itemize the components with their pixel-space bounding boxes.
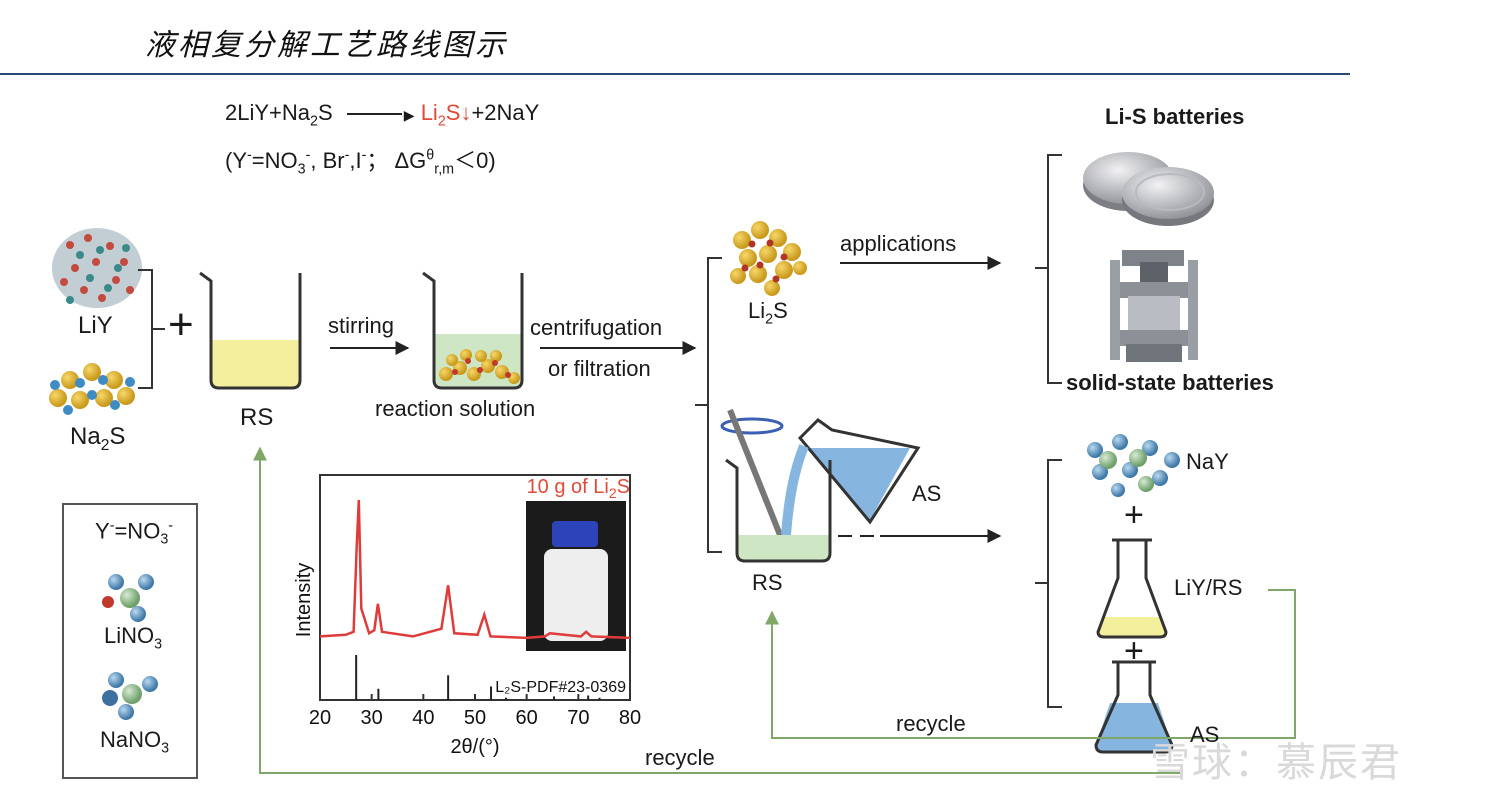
heading-rule [0, 73, 1350, 75]
reaction-conditions: (Y-=NO3-, Br-,I-； ΔGθr,m＜0) [225, 147, 496, 178]
coin-cell-icon [1083, 152, 1214, 226]
plus-sign-2: + [1124, 496, 1144, 534]
legend-nano3: NaNO3 [100, 727, 170, 757]
beaker-rs [199, 271, 302, 390]
label-stirring: stirring [328, 313, 395, 338]
label-lis-batteries: Li-S batteries [1105, 104, 1245, 129]
beaker-rs-recovered [725, 458, 832, 563]
legend-title: Y-=NO3- [95, 518, 174, 548]
lino3-molecule-icon [102, 574, 154, 622]
legend-lino3: LiNO3 [104, 623, 163, 653]
label-as-flask: AS [1190, 722, 1220, 747]
xrd-x-tick-label: 70 [567, 707, 589, 729]
label-centrifugation: centrifugation [530, 315, 663, 340]
plus-sign: + [168, 300, 194, 349]
label-liy-rs: LiY/RS [1174, 575, 1243, 600]
xrd-chart: 20 30 40 50 60 70 80 Intensity 10 g of Li2S L₂… [293, 474, 641, 758]
xrd-x-tick-label: 40 [412, 707, 434, 729]
xrd-series-line [319, 499, 631, 640]
plus-sign-3: + [1124, 632, 1144, 670]
label-applications: applications [840, 231, 957, 256]
xrd-reference-label: L₂S-PDF#23-0369 [495, 679, 626, 696]
xrd-x-tick-label: 50 [464, 707, 486, 729]
label-or-filtration: or filtration [548, 356, 651, 381]
xrd-x-tick-label: 20 [309, 707, 331, 729]
solid-state-cell-icon [1110, 250, 1198, 362]
label-recycle-inner: recycle [896, 711, 966, 736]
xrd-x-tick-label: 60 [516, 707, 538, 729]
flask-liy-rs [1096, 538, 1168, 639]
liy-crystal-icon [52, 228, 142, 308]
label-na2s: Na2S [70, 423, 126, 454]
xrd-inset-title: 10 g of Li2S [527, 476, 630, 501]
nano3-molecule-icon [102, 672, 158, 720]
xrd-x-tick-label: 30 [361, 707, 383, 729]
xrd-y-axis-label: Intensity [293, 563, 315, 637]
reaction-equation: 2LiY+Na2S ▶ Li2S↓+2NaY [225, 100, 540, 130]
label-liy: LiY [78, 312, 113, 339]
bottle-body [544, 549, 608, 641]
label-solid-state-batteries: solid-state batteries [1066, 370, 1274, 395]
label-reaction-solution: reaction solution [375, 396, 536, 421]
label-nay: NaY [1186, 449, 1229, 474]
label-rs-recovered: RS [752, 570, 783, 595]
xrd-x-tick-label: 80 [619, 707, 641, 729]
label-as-pour: AS [912, 481, 942, 506]
beaker-reaction-solution [422, 271, 524, 390]
label-li2s: Li2S [748, 298, 788, 328]
figure-heading: 液相复分解工艺路线图示 [145, 28, 508, 63]
label-rs: RS [240, 404, 274, 431]
label-recycle-outer: recycle [645, 745, 715, 770]
flask-as [1094, 660, 1174, 754]
xrd-x-axis-label: 2θ/(°) [450, 736, 499, 758]
pouring-vessel-as [781, 418, 921, 536]
bottle-cap [552, 521, 598, 547]
watermark: 雪球：慕辰君 [1150, 740, 1402, 786]
li2s-crystal-icon [730, 221, 807, 296]
nay-molecule-icon [1087, 434, 1180, 497]
na2s-crystal-icon [49, 363, 135, 415]
legend-box [62, 503, 198, 779]
